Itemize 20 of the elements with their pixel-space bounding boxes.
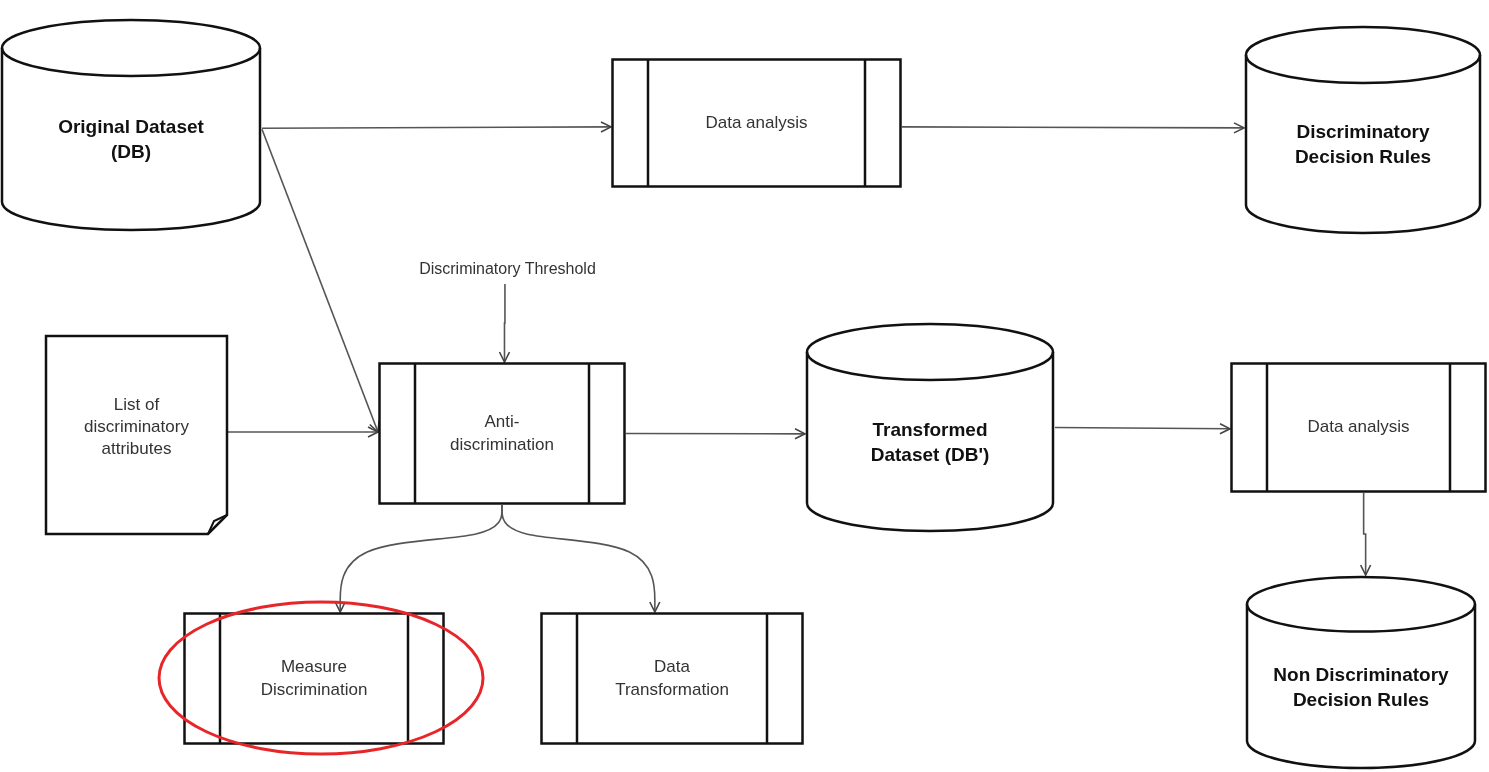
node-label: Discriminatory Threshold <box>419 258 596 279</box>
database-label: Discriminatory Decision Rules <box>1293 120 1433 169</box>
node-label: Data Transformation <box>614 656 730 701</box>
database-label: Transformed Dataset (DB') <box>869 417 991 467</box>
node-label: Data analysis <box>705 111 808 134</box>
node-label: Data analysis <box>1307 416 1410 439</box>
arrow <box>1054 422 1231 435</box>
arrow <box>227 426 379 438</box>
database-label: Non Discriminatory Decision Rules <box>1272 662 1450 712</box>
database-label: Original Dataset (DB) <box>57 115 205 164</box>
arrow <box>261 128 380 433</box>
arrow <box>1359 492 1372 576</box>
arrow <box>498 283 511 363</box>
arrow <box>625 428 806 440</box>
node-label: List of discriminatory attributes <box>83 393 190 461</box>
arrow <box>501 504 661 613</box>
arrow <box>261 121 612 133</box>
arrow <box>901 122 1245 134</box>
node-label: Anti-discrimination <box>449 411 555 456</box>
node-label: Measure Discrimination <box>259 656 369 701</box>
